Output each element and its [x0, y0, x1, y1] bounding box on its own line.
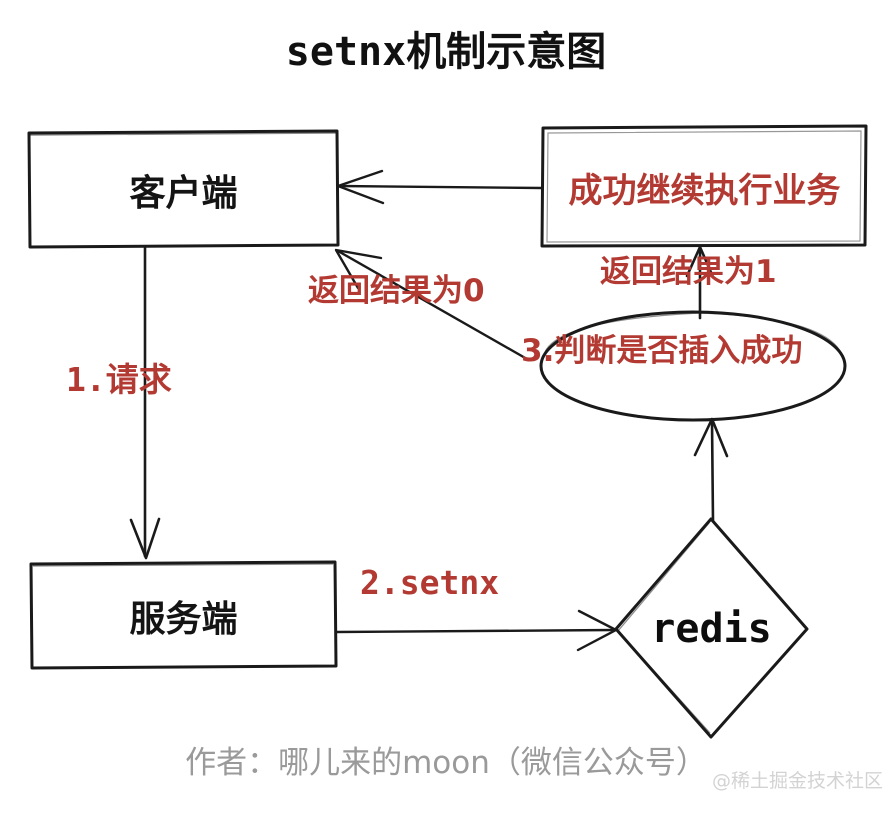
edge-server-to-redis — [334, 609, 618, 652]
edge-client-to-server — [129, 246, 161, 560]
edge-label-request: 1.请求 — [66, 360, 172, 399]
author-credit: 作者：哪儿来的moon（微信公众号） — [185, 745, 707, 781]
edge-label-result-zero: 返回结果为0 — [308, 273, 485, 309]
node-success-label: 成功继续执行业务 — [568, 170, 841, 211]
edge-label-setnx: 2.setnx — [360, 563, 500, 602]
node-client-label: 客户端 — [129, 173, 238, 214]
edge-redis-to-decision — [693, 417, 729, 523]
edge-success-to-client — [336, 169, 543, 205]
edge-label-result-one: 返回结果为1 — [600, 254, 777, 290]
page-title: setnx机制示意图 — [285, 29, 607, 75]
node-server-label: 服务端 — [129, 599, 238, 640]
node-decision-label: 3.判断是否插入成功 — [521, 333, 803, 369]
site-watermark: @稀土掘金技术社区 — [712, 770, 884, 792]
node-redis-label: redis — [651, 606, 772, 652]
